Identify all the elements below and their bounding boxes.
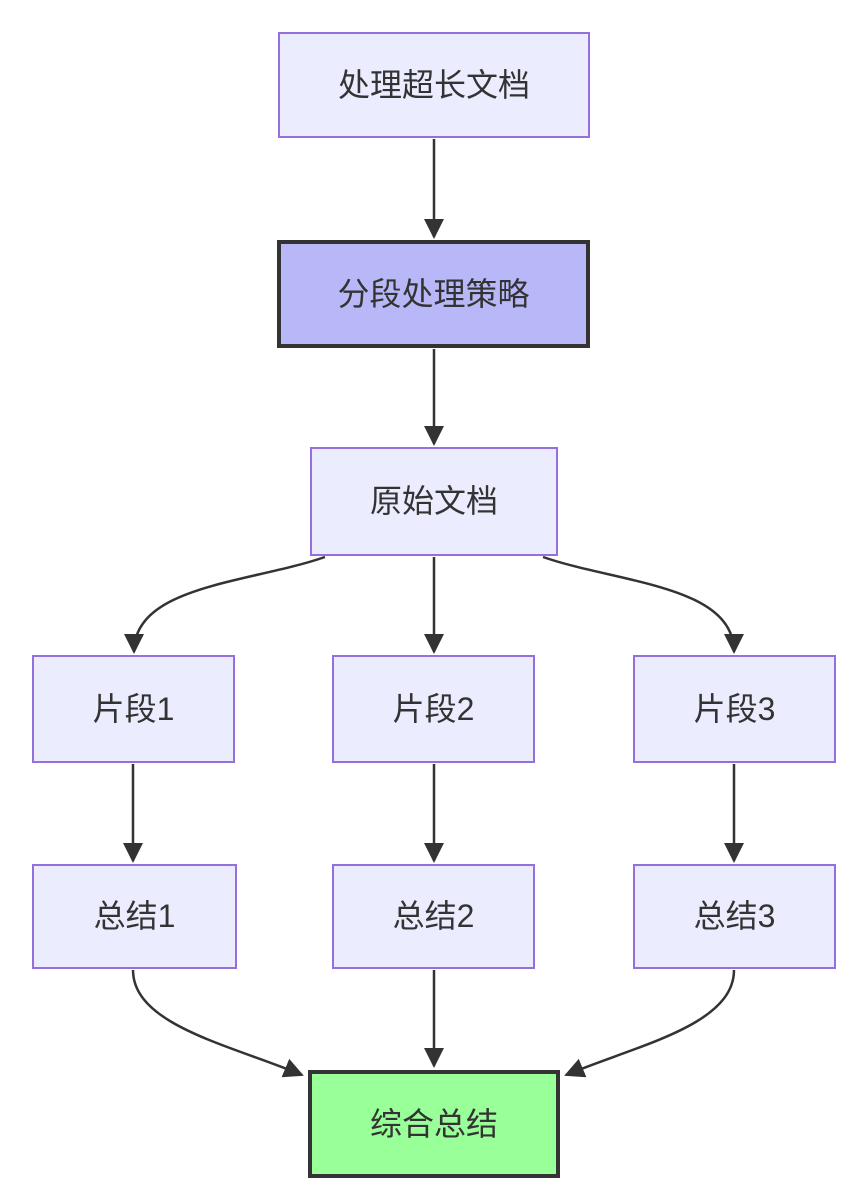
node-fragment-1: 片段1 — [32, 655, 235, 763]
node-label: 片段1 — [92, 690, 175, 727]
node-segmentation-strategy: 分段处理策略 — [277, 240, 590, 348]
node-summary-1: 总结1 — [32, 864, 237, 969]
node-summary-3: 总结3 — [633, 864, 836, 969]
node-label: 总结1 — [93, 898, 176, 935]
node-label: 综合总结 — [369, 1105, 498, 1142]
edge-s3-f — [564, 969, 736, 1078]
node-original-document: 原始文档 — [310, 447, 558, 556]
node-label: 原始文档 — [369, 483, 498, 520]
node-process-long-document: 处理超长文档 — [278, 32, 590, 138]
node-label: 片段2 — [392, 690, 475, 727]
node-combined-summary: 综合总结 — [308, 1070, 560, 1178]
edge-s1-f — [131, 969, 304, 1078]
node-summary-2: 总结2 — [332, 864, 535, 969]
edge-c-d1 — [124, 555, 326, 654]
node-fragment-3: 片段3 — [633, 655, 836, 763]
edge-c-d3 — [542, 555, 744, 654]
node-label: 处理超长文档 — [337, 66, 530, 103]
node-fragment-2: 片段2 — [332, 655, 535, 763]
node-label: 片段3 — [693, 690, 776, 727]
node-label: 总结2 — [392, 898, 475, 935]
node-label: 分段处理策略 — [337, 275, 530, 312]
node-label: 总结3 — [693, 898, 776, 935]
